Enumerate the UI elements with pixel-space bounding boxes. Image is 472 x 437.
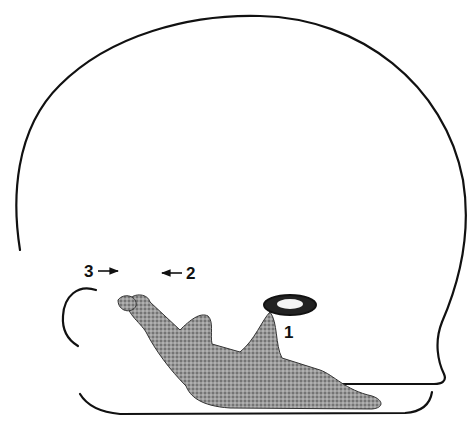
ear-opening [264, 295, 316, 315]
callout-number: 3 [84, 263, 93, 280]
bone-fragment [118, 296, 136, 311]
pointer-arrow [98, 270, 118, 272]
skull-outline [16, 16, 465, 384]
occipital-hook [63, 288, 96, 346]
callout-number: 1 [284, 324, 293, 341]
callout-number: 2 [186, 265, 195, 282]
mandible-bone [127, 295, 381, 409]
ear-opening-center [277, 299, 303, 309]
pointer-arrow [162, 272, 182, 274]
